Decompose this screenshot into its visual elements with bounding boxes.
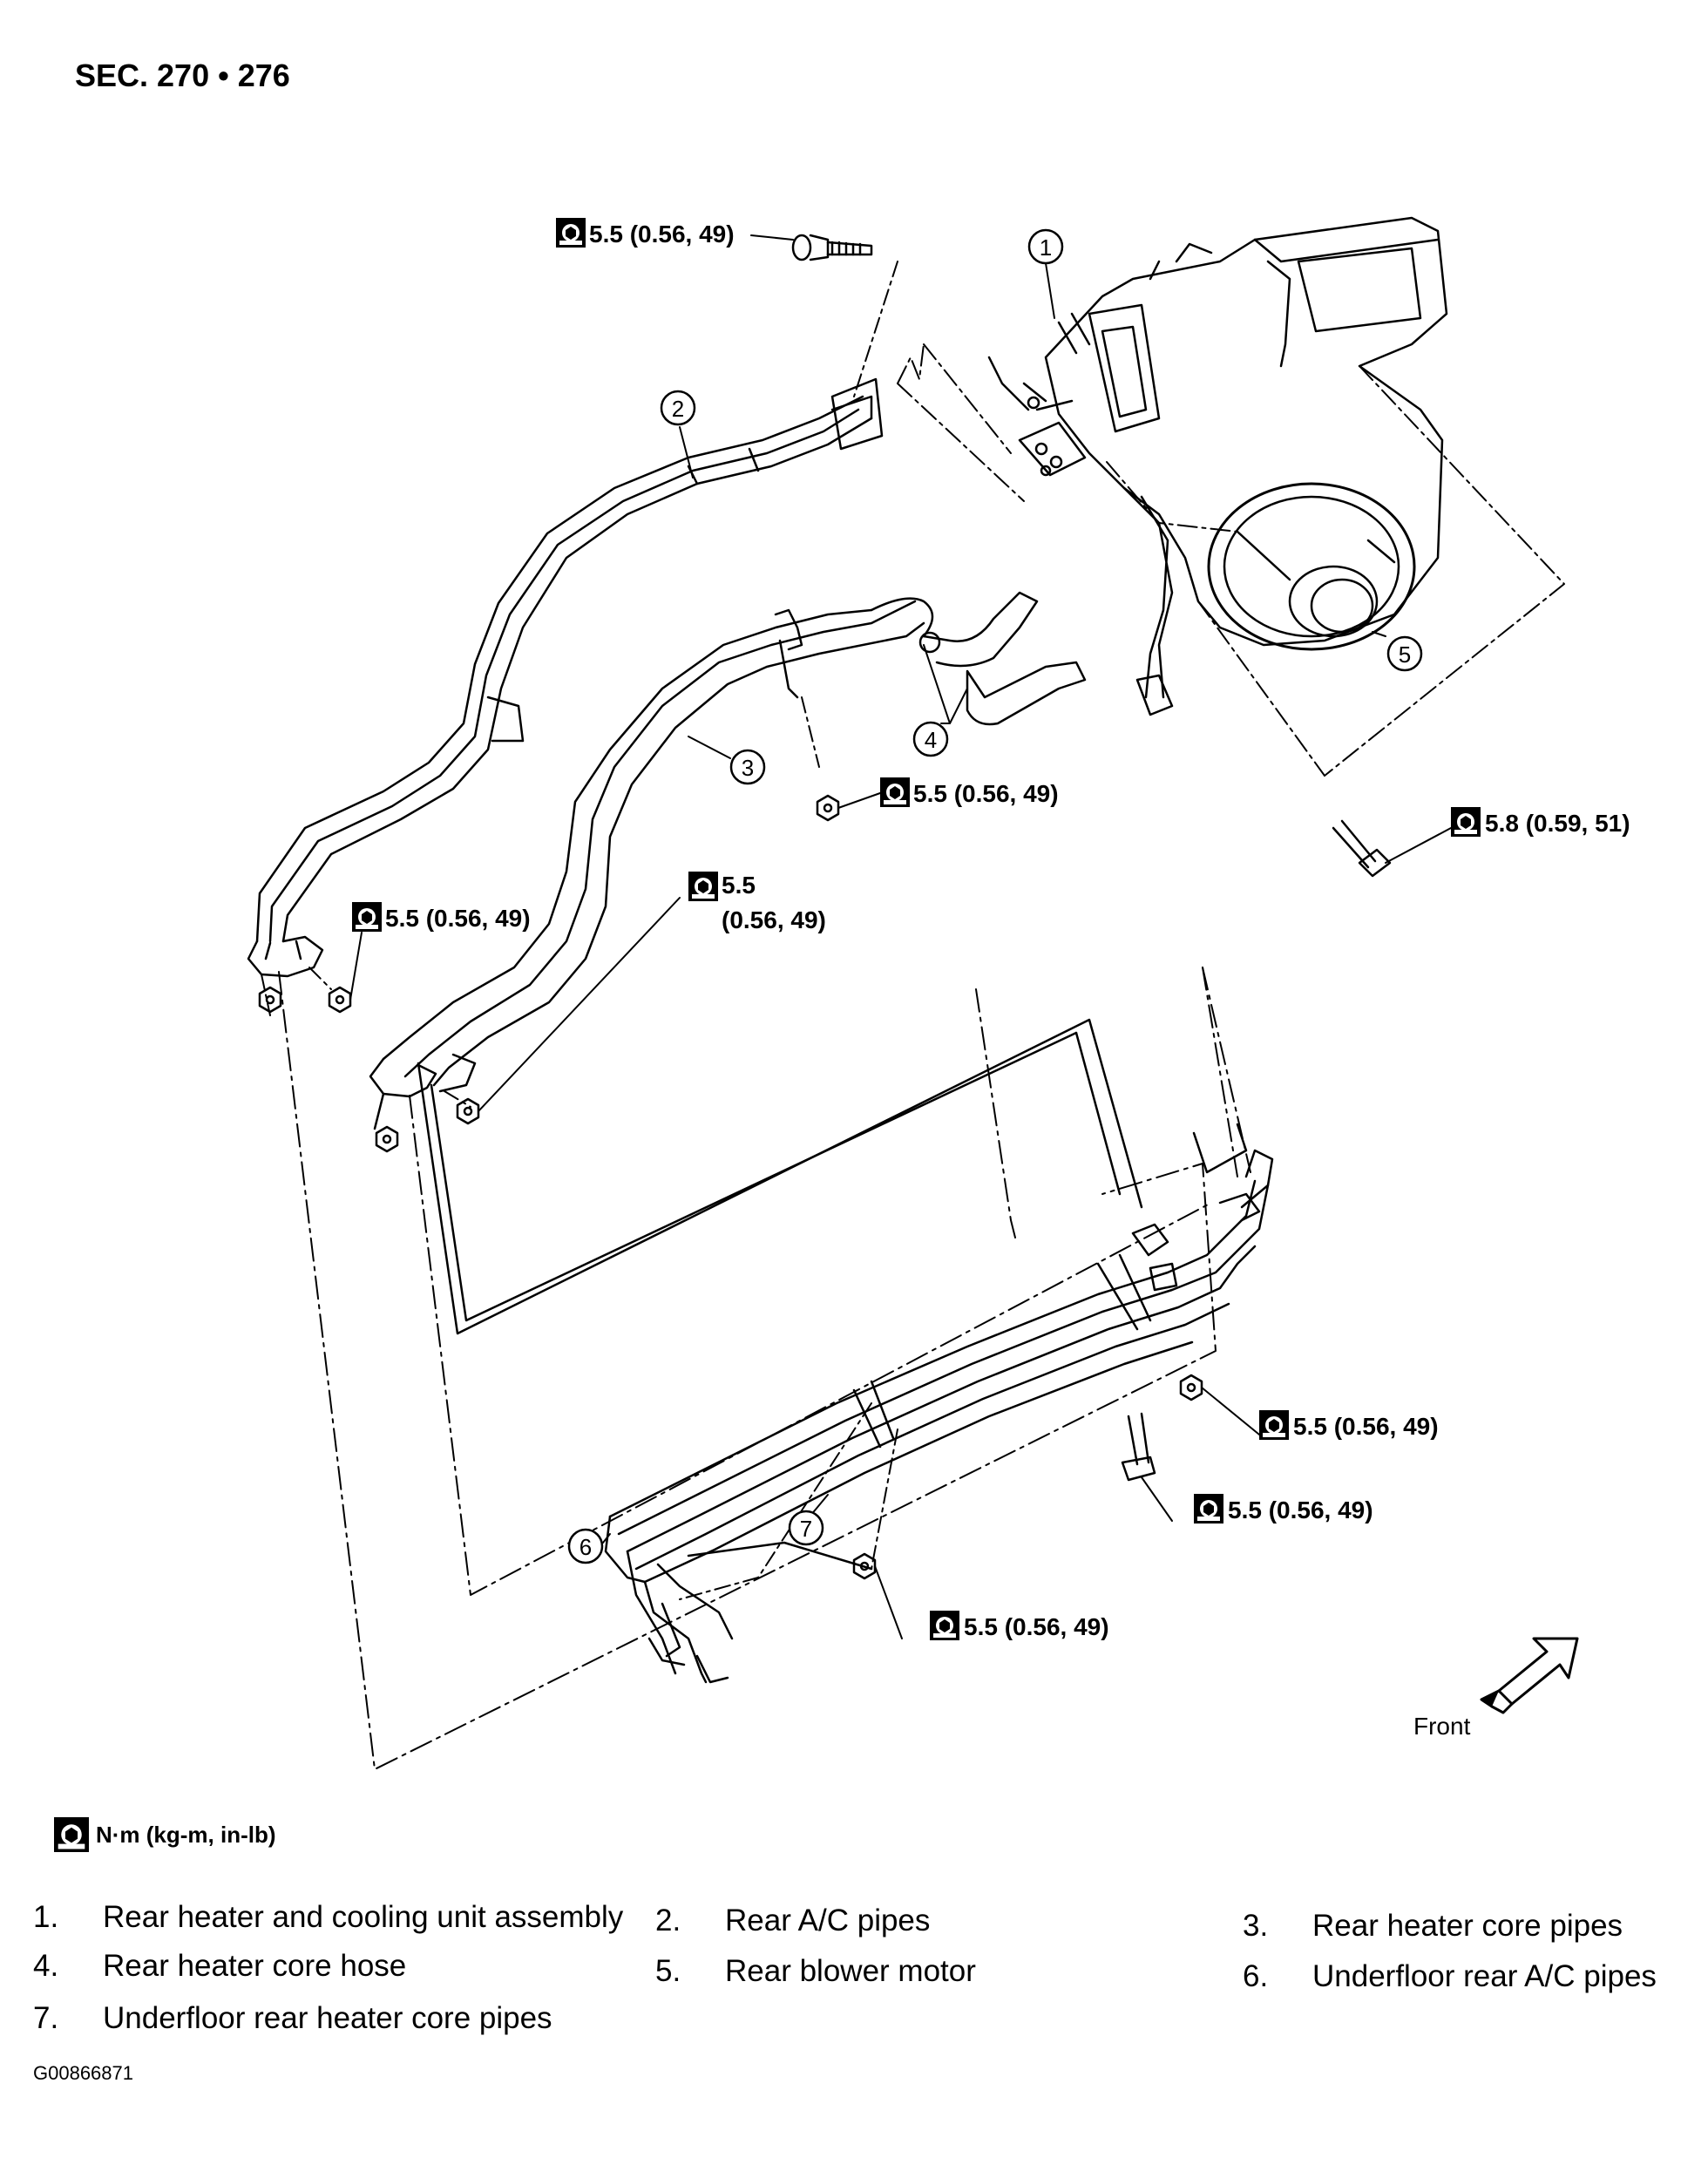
torque-wrench-icon	[54, 1817, 89, 1852]
callout-4	[912, 721, 949, 757]
torque-label-bolt-underfloor: 5.5 (0.56, 49)	[1228, 1496, 1373, 1523]
rear-heater-core-hose	[918, 591, 1087, 726]
torque-label-nut-mid: 5.5	[722, 872, 756, 899]
legend-text: Rear heater and cooling unit assembly	[103, 1900, 624, 1934]
legend-num: 4.	[33, 1949, 59, 1983]
torque-label-nut-left: 5.5 (0.56, 49)	[385, 905, 531, 932]
callout-6	[567, 1528, 604, 1564]
legend-text: Rear blower motor	[725, 1954, 976, 1988]
legend-text: Rear heater core pipes	[1312, 1909, 1623, 1943]
callout-3	[729, 749, 766, 785]
torque-label-nut-center: 5.5 (0.56, 49)	[913, 780, 1059, 807]
callout-6-label: 6	[580, 1534, 592, 1560]
callout-5-label: 5	[1399, 641, 1411, 668]
torque-label-bolt-unit: 5.8 (0.59, 51)	[1485, 810, 1630, 837]
rear-ac-pipes	[247, 377, 884, 978]
legend-text: Underfloor rear heater core pipes	[103, 2001, 552, 2035]
legend-num: 7.	[33, 2001, 59, 2035]
torque-label-nut-mid-2: (0.56, 49)	[722, 906, 826, 933]
callout-2-label: 2	[672, 396, 684, 422]
callout-7	[788, 1510, 824, 1546]
callout-4-label: 4	[925, 727, 937, 753]
callout-2	[660, 390, 696, 426]
legend-text: Rear heater core hose	[103, 1949, 407, 1983]
torque-label-nut-bottom: 5.5 (0.56, 49)	[964, 1613, 1109, 1640]
underfloor-pipes	[604, 1123, 1274, 1684]
callout-1-label: 1	[1040, 234, 1052, 261]
callout-3-label: 3	[742, 755, 754, 781]
front-arrow-icon	[1480, 1637, 1579, 1714]
torque-label-nut-underfloor: 5.5 (0.56, 49)	[1293, 1413, 1439, 1440]
legend-num: 3.	[1243, 1909, 1269, 1943]
rear-heater-core-pipes	[369, 597, 934, 1130]
callout-5	[1386, 635, 1423, 672]
figure-code: G00866871	[33, 2062, 133, 2084]
legend-num: 6.	[1243, 1959, 1269, 1993]
torque-label-bolt-top: 5.5 (0.56, 49)	[589, 221, 735, 248]
legend-text: Rear A/C pipes	[725, 1904, 931, 1937]
heater-unit	[987, 216, 1448, 716]
legend-num: 1.	[33, 1900, 59, 1934]
legend-num: 5.	[655, 1954, 681, 1988]
callout-1	[1027, 228, 1064, 265]
section-title: SEC. 270 • 276	[75, 58, 290, 93]
unit-legend: N·m (kg-m, in-lb)	[54, 1817, 276, 1852]
legend-num: 2.	[655, 1904, 681, 1937]
legend-text: Underfloor rear A/C pipes	[1312, 1959, 1657, 1993]
unit-label: N·m (kg-m, in-lb)	[96, 1821, 276, 1848]
front-label: Front	[1413, 1713, 1471, 1740]
callout-7-label: 7	[800, 1516, 812, 1542]
